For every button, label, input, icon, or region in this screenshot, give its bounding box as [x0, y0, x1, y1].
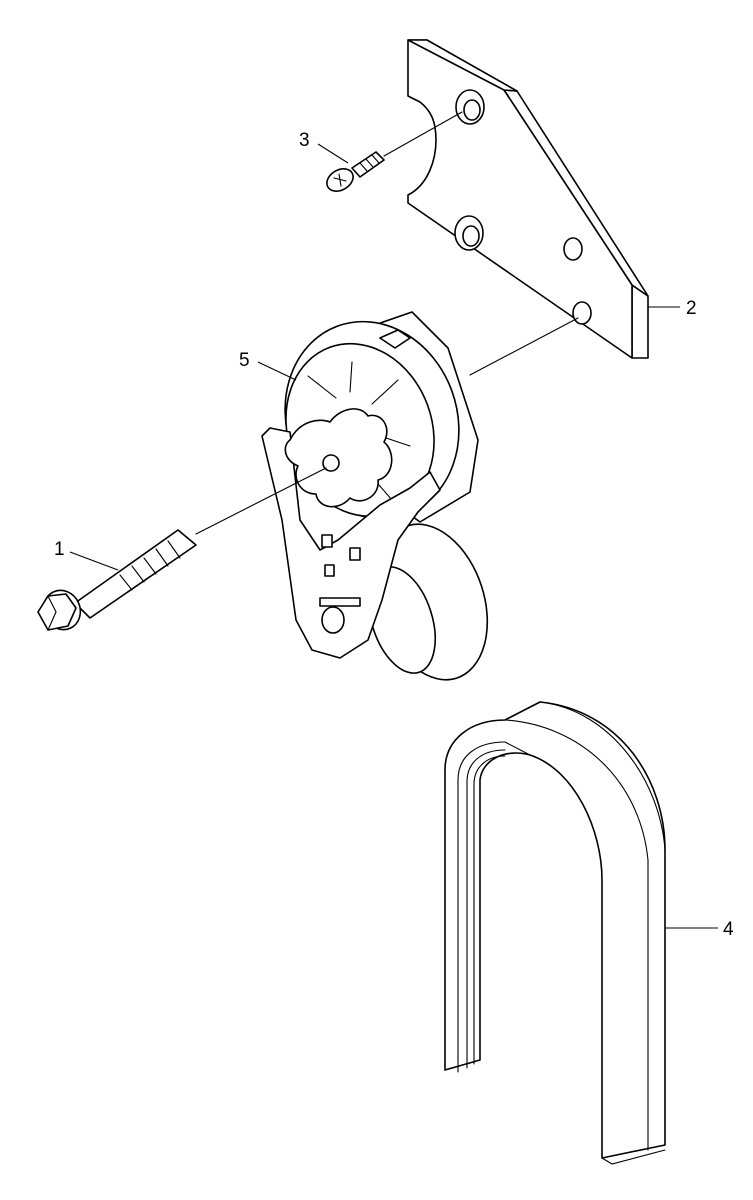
leader-line-1: [69, 551, 119, 571]
drive-belt-part: [444, 701, 666, 1165]
callout-label-1: 1: [54, 539, 65, 560]
callout-label-2: 2: [686, 298, 697, 319]
belt-tensioner-part: [261, 311, 579, 681]
leader-line-3: [317, 143, 349, 164]
countersunk-screw-part: [326, 111, 463, 192]
flange-bolt-part: [37, 467, 327, 631]
callout-label-3: 3: [299, 130, 310, 151]
callout-label-5: 5: [239, 350, 250, 371]
mounting-bracket-part: [407, 39, 649, 359]
callout-label-4: 4: [723, 919, 734, 940]
leader-line-5: [257, 361, 297, 381]
